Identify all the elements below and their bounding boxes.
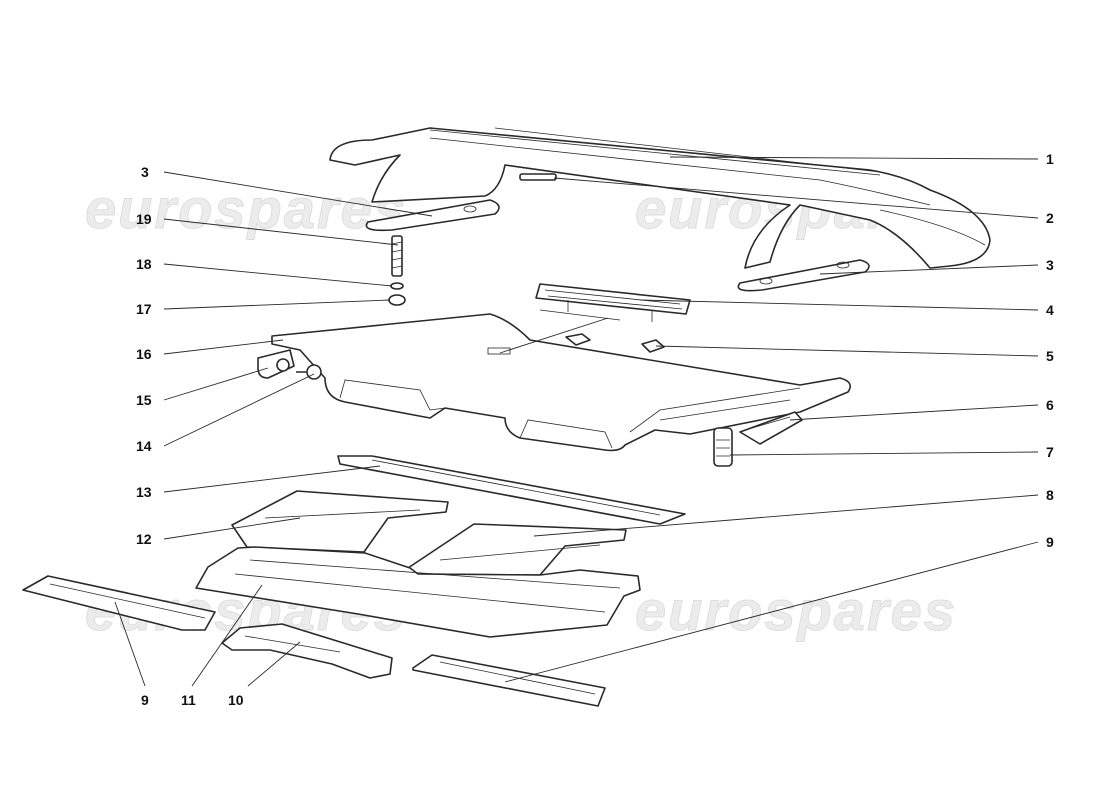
part-1-rear-spoiler (329, 127, 991, 269)
leader-lines (114, 156, 1039, 687)
callout-18: 18 (136, 256, 152, 272)
callout-14: 14 (136, 438, 152, 454)
callout-3-right: 3 (1046, 257, 1054, 273)
part-18-washer (390, 282, 404, 290)
part-3-left-pad (365, 199, 500, 232)
callout-16: 16 (136, 346, 152, 362)
watermark: eurospares (635, 579, 957, 642)
part-6-bracket (739, 411, 803, 445)
watermark: eurospares (85, 177, 407, 240)
part-15-hinge (257, 349, 295, 379)
part-13-trim-strip (337, 455, 686, 525)
callout-labels: 1 2 3 3 4 5 6 7 8 9 9 10 11 12 13 14 15 … (136, 151, 1054, 708)
callout-3-left: 3 (141, 164, 149, 180)
callout-10: 10 (228, 692, 244, 708)
part-2-stud (519, 173, 557, 181)
callout-15: 15 (136, 392, 152, 408)
part-16-cover-panel (271, 309, 851, 452)
callout-11: 11 (181, 692, 196, 708)
callout-9-right: 9 (1046, 534, 1054, 550)
callout-8: 8 (1046, 487, 1054, 503)
callout-7: 7 (1046, 444, 1054, 460)
callout-5: 5 (1046, 348, 1054, 364)
callout-2: 2 (1046, 210, 1054, 226)
part-8-right-mat (407, 523, 627, 576)
callout-9-left: 9 (141, 692, 149, 708)
callout-4: 4 (1046, 302, 1054, 318)
callout-1: 1 (1046, 151, 1054, 167)
callout-6: 6 (1046, 397, 1054, 413)
part-5-clip-left (565, 333, 591, 346)
part-5-clip-right (641, 339, 665, 353)
callout-17: 17 (136, 301, 152, 317)
part-11-floor-mat (195, 546, 641, 638)
part-7-strut-end (713, 427, 733, 467)
part-9-left-sill (22, 575, 216, 631)
callout-19: 19 (136, 211, 152, 227)
callout-12: 12 (136, 531, 152, 547)
part-4-badge (535, 283, 691, 322)
callout-13: 13 (136, 484, 152, 500)
part-10-tunnel-piece (221, 623, 393, 679)
part-17-washer (388, 294, 406, 306)
part-12-left-mat (231, 490, 449, 553)
part-19-threaded-stud (391, 235, 403, 277)
